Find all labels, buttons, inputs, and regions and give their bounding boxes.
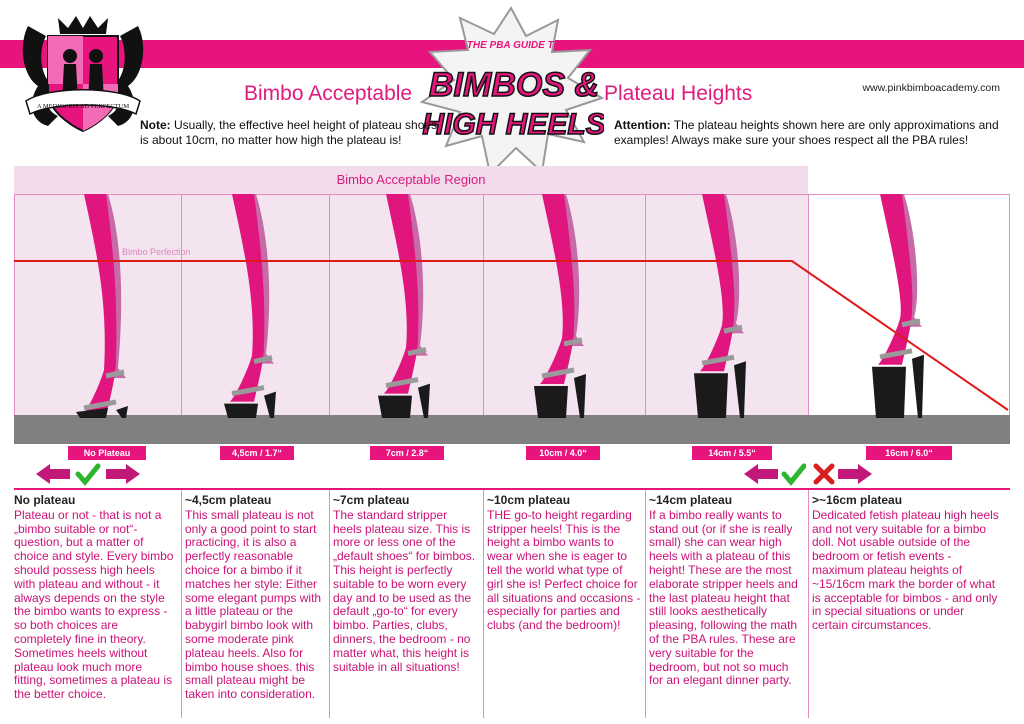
shoe-heel [264, 391, 276, 418]
shoe-sole [76, 408, 108, 418]
front-leg [82, 194, 117, 416]
shoe-heel [574, 374, 586, 418]
shoe-heel [734, 361, 746, 418]
shoe-heel [116, 406, 128, 418]
arrow-right-icon [106, 464, 140, 484]
shoe-platform [224, 403, 258, 418]
tag-16cm: 16cm / 6.0“ [866, 446, 952, 460]
shoe-heel [912, 354, 924, 418]
shoe-strap [879, 318, 921, 360]
title-left: Bimbo Acceptable [244, 82, 413, 105]
svg-text:A MEDIOCRIS AD PERFECTUM: A MEDIOCRIS AD PERFECTUM [37, 103, 129, 110]
tag-14cm: 14cm / 5.5“ [692, 446, 772, 460]
front-leg [230, 194, 265, 402]
acceptable-region-band [14, 166, 808, 194]
shoe-strap [83, 369, 125, 411]
check-icon [781, 463, 806, 486]
shoe-strap [701, 324, 743, 366]
svg-text:BIMBOS &: BIMBOS & [429, 66, 599, 104]
shoe-heel [418, 383, 430, 418]
guide-logo-icon: THE PBA GUIDE TO BIMBOS & HIGH HEELS [419, 6, 604, 176]
acceptable-region-label: Bimbo Acceptable Region [336, 172, 486, 187]
shoe-platform [534, 386, 568, 418]
arrow-right-icon [838, 464, 872, 484]
front-leg [700, 194, 735, 372]
cross-icon [813, 463, 835, 485]
front-leg [384, 194, 419, 394]
shoe-platform [694, 373, 728, 418]
front-leg [540, 194, 575, 384]
svg-text:HIGH HEELS: HIGH HEELS [422, 108, 604, 141]
note-left: Note: Usually, the effective heel height… [140, 118, 438, 147]
shoe-platform [872, 366, 906, 418]
tag-4-5cm: 4,5cm / 1.7“ [220, 446, 294, 460]
tag-no-plateau: No Plateau [68, 446, 146, 460]
shoe-strap [385, 347, 427, 389]
perfection-label: Bimbo Perfection [122, 247, 191, 257]
website-url[interactable]: www.pinkbimboacademy.com [862, 82, 1000, 94]
perfection-line [14, 260, 1009, 411]
check-icon [75, 463, 101, 486]
tag-10cm: 10cm / 4.0“ [526, 446, 600, 460]
no-plateau-indicators [36, 463, 140, 486]
shoe-platform [378, 395, 412, 418]
16cm-indicators [813, 463, 872, 485]
14cm-indicators [744, 463, 806, 486]
title-right: Plateau Heights [604, 82, 753, 105]
tag-7cm: 7cm / 2.8“ [370, 446, 444, 460]
arrow-left-icon [744, 464, 778, 484]
academy-crest-icon: A MEDIOCRIS AD PERFECTUM [22, 16, 144, 133]
svg-text:THE PBA GUIDE TO: THE PBA GUIDE TO [467, 40, 562, 51]
shoe-strap [231, 355, 273, 397]
floor [14, 415, 1010, 444]
note-right: Attention: The plateau heights shown her… [614, 118, 999, 147]
arrow-left-icon [36, 464, 70, 484]
shoe-strap [541, 337, 583, 379]
